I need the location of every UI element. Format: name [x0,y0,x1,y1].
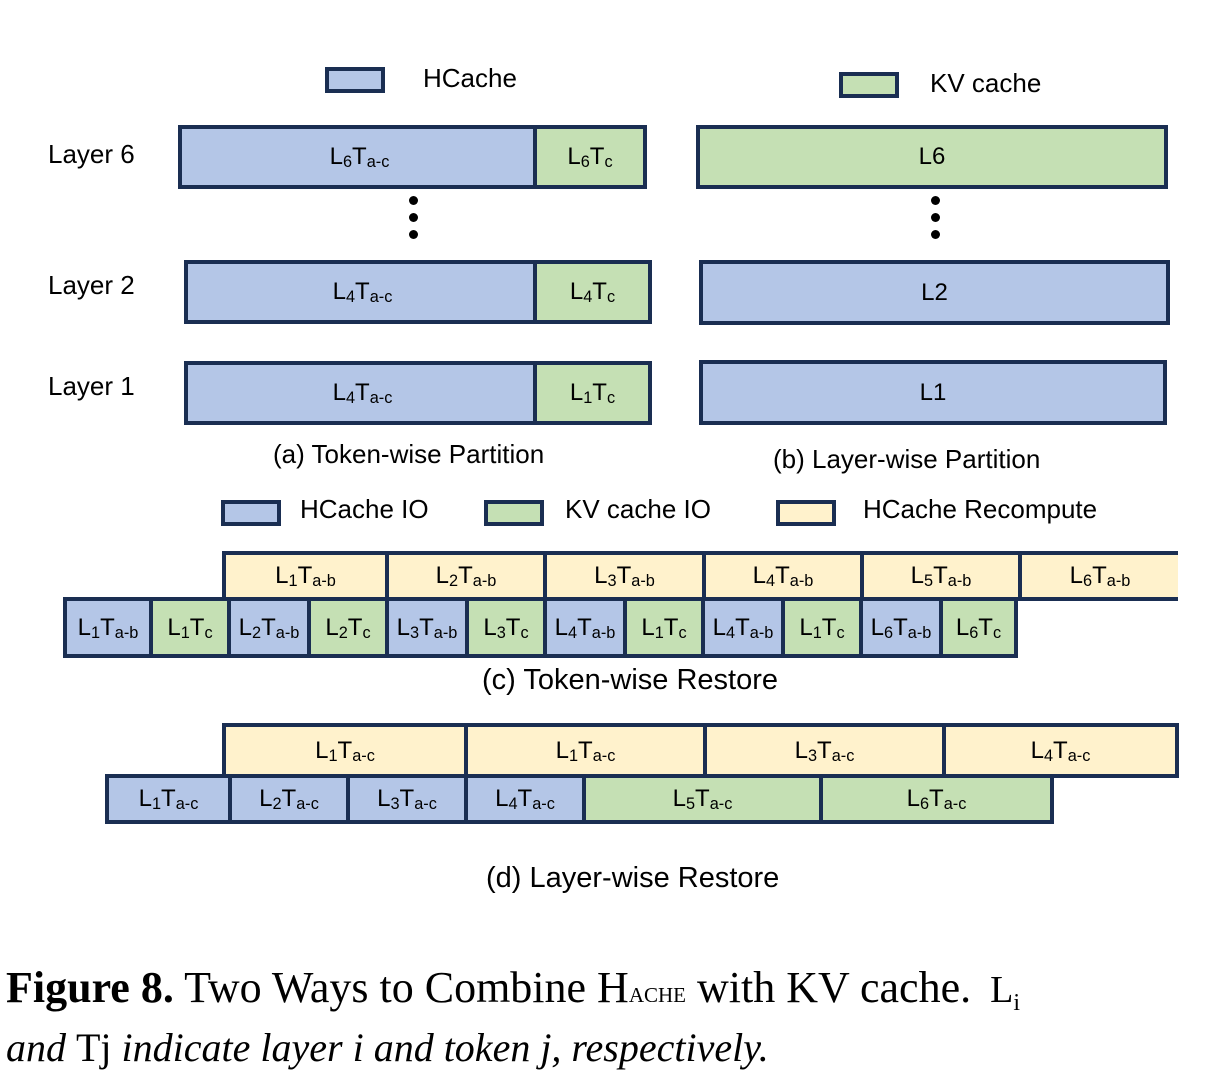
layer-label: Layer 2 [48,270,135,300]
ellipsis-dots [409,196,419,247]
layer-label: Layer 6 [48,139,135,169]
figure-number: Figure 8. [6,963,174,1012]
ellipsis-dots [931,196,941,247]
legend-hcache-swatch [325,67,385,93]
legend-kv-cache-swatch [839,72,899,98]
legend-kv-cache-label: KV cache [930,68,1042,98]
legend-hcache-label: HCache [423,63,517,93]
panel-b-caption: (b) Layer-wise Partition [773,444,1041,474]
legend-recompute-label: HCache Recompute [863,494,1098,524]
layer-label: Layer 1 [48,371,135,401]
legend-kv-io-label: KV cache IO [565,494,711,524]
panel-c-caption: (c) Token-wise Restore [482,664,779,696]
figure-caption-line-2: and Tj indicate layer i and token j, res… [6,1025,769,1070]
legend-kv-io-swatch [484,500,544,526]
legend-recompute-swatch [776,500,836,526]
legend-hcache-io-swatch [221,500,281,526]
panel-d-caption: (d) Layer-wise Restore [486,862,780,894]
figure-caption-line-1: Figure 8. Two Ways to Combine Hache with… [6,963,1021,1016]
hcache-layer-block: L1 [699,360,1167,425]
panel-a-caption: (a) Token-wise Partition [273,439,545,469]
hcache-smallcaps: ache [628,976,687,1009]
legend-hcache-io-label: HCache IO [300,494,429,524]
kv-cache-layer-block: L6 [696,125,1168,189]
hcache-layer-block: L2 [699,260,1170,325]
